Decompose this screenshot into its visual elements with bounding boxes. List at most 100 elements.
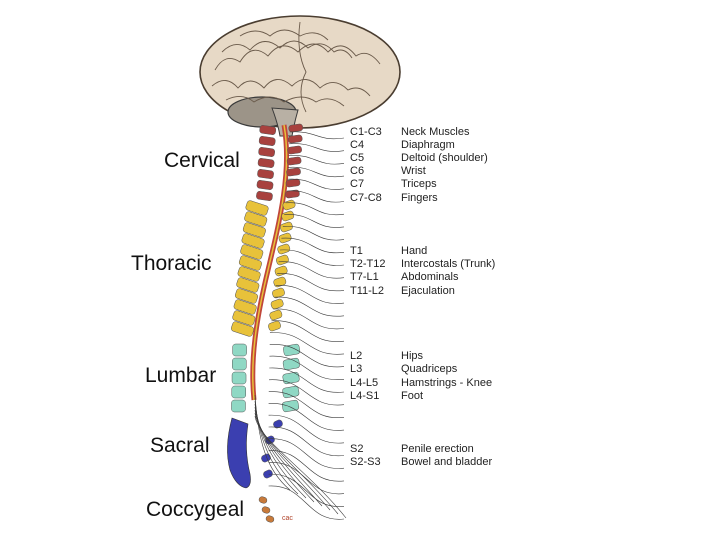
cervical-vertebra <box>259 125 277 135</box>
cervical-vertebra <box>288 123 304 133</box>
spinal-nerve <box>275 285 345 304</box>
segment-code: T7-L1 <box>350 271 379 283</box>
cauda-equina-nerve <box>254 406 323 507</box>
brain-illustration <box>199 15 401 137</box>
spinal-nerve <box>268 391 345 418</box>
region-label-coccygeal: Coccygeal <box>146 498 245 521</box>
cervical-vertebra <box>287 134 303 144</box>
thoracic-vertebra <box>273 276 287 288</box>
thoracic-vertebra <box>232 310 256 326</box>
spinal-nerve <box>269 344 345 368</box>
brain-gyri <box>211 21 381 113</box>
cervical-vertebra <box>287 145 302 155</box>
thoracic-vertebra <box>233 299 257 315</box>
thoracic-vertebra <box>279 221 293 233</box>
vertebrae-column <box>227 123 304 523</box>
lumbar-vertebra <box>231 385 247 399</box>
segment-code: C7 <box>350 178 365 190</box>
thoracic-vertebra <box>231 321 254 337</box>
cauda-equina-nerve <box>254 403 315 503</box>
muscle-function: Ejaculation <box>401 285 455 297</box>
spinal-nerve <box>268 426 345 456</box>
segment-code: C5 <box>350 152 365 164</box>
cauda-equina-nerve <box>254 400 307 499</box>
thoracic-vertebra <box>268 320 281 332</box>
spinal-nerve <box>269 355 345 380</box>
spinal-nerve <box>272 308 345 330</box>
thoracic-vertebra <box>236 277 260 293</box>
thoracic-vertebra <box>281 210 295 222</box>
spinal-nerve <box>269 332 345 355</box>
segment-code: L2 <box>350 350 363 362</box>
segment-code: T2-T12 <box>350 258 386 270</box>
spinal-nerve <box>281 237 345 254</box>
spinal-nerve <box>268 462 345 495</box>
coccygeal-segment <box>261 506 271 514</box>
spinal-nerve <box>271 320 345 342</box>
thoracic-vertebra <box>269 309 283 321</box>
thoracic-vertebra <box>277 243 291 255</box>
sacrum <box>227 417 251 489</box>
segment-code: S2-S3 <box>350 456 381 468</box>
muscle-function: Quadriceps <box>401 363 458 375</box>
sacral-segment <box>261 453 271 463</box>
muscle-function: Hand <box>401 245 428 257</box>
muscle-function: Hips <box>401 350 424 362</box>
muscle-function: Diaphragm <box>401 139 455 151</box>
spinal-nerve <box>268 379 345 406</box>
muscle-function: Wrist <box>401 165 426 177</box>
cervical-vertebra <box>256 180 274 190</box>
segment-code: C4 <box>350 139 365 151</box>
lumbar-vertebra <box>282 371 300 385</box>
artist-signature: cac <box>282 515 293 522</box>
thoracic-vertebra <box>241 233 265 249</box>
muscle-function: Intercostals (Trunk) <box>401 258 496 270</box>
region-label-thoracic: Thoracic <box>131 252 212 275</box>
spinal-nerve <box>278 261 345 279</box>
lumbar-vertebra <box>283 343 301 357</box>
spinal-nerve <box>277 273 345 292</box>
spinal-nerve <box>282 226 345 241</box>
sacral-segment <box>263 469 273 479</box>
segment-code: T11-L2 <box>350 285 385 297</box>
thoracic-vertebra <box>237 266 261 282</box>
spinal-nerve <box>286 190 345 203</box>
cauda-equina-nerve <box>254 412 339 515</box>
cervical-vertebra <box>256 191 273 201</box>
spinal-nerves <box>254 131 347 520</box>
lumbar-vertebra <box>231 399 246 413</box>
spinal-nerve <box>288 155 345 165</box>
spinal-nerve <box>285 202 345 216</box>
spinal-nerve <box>268 414 345 444</box>
muscle-function: Foot <box>401 390 424 402</box>
thoracic-vertebra <box>240 244 264 260</box>
segment-code: S2 <box>350 443 364 455</box>
thoracic-vertebra <box>245 200 269 216</box>
segment-code: L3 <box>350 363 363 375</box>
spinal-nerve <box>268 473 345 507</box>
coccygeal-segment <box>258 496 268 504</box>
spinal-nerve <box>268 403 345 431</box>
cauda-equina-nerve <box>254 415 347 519</box>
region-label-cervical: Cervical <box>164 149 240 172</box>
cervical-vertebra <box>285 189 300 199</box>
segment-code: C6 <box>350 165 365 177</box>
spinal-nerve <box>289 143 345 152</box>
region-label-sacral: Sacral <box>150 434 210 457</box>
muscle-function: Penile erection <box>401 443 474 455</box>
thoracic-vertebra <box>270 298 284 310</box>
spinal-nerve <box>268 450 345 482</box>
cervical-vertebra <box>257 169 274 179</box>
muscle-function: Neck Muscles <box>401 126 470 138</box>
spinal-nerve <box>269 367 345 393</box>
coccygeal-segment <box>265 515 275 523</box>
cervical-vertebra <box>258 136 276 146</box>
muscle-function: Bowel and bladder <box>401 456 493 468</box>
spinal-nerve <box>287 178 345 190</box>
muscle-function: Fingers <box>401 192 438 204</box>
lumbar-vertebra <box>232 357 247 371</box>
lumbar-vertebra <box>282 385 300 399</box>
thoracic-vertebra <box>274 265 288 277</box>
segment-code: L4-L5 <box>350 377 379 389</box>
thoracic-vertebra <box>276 254 289 266</box>
